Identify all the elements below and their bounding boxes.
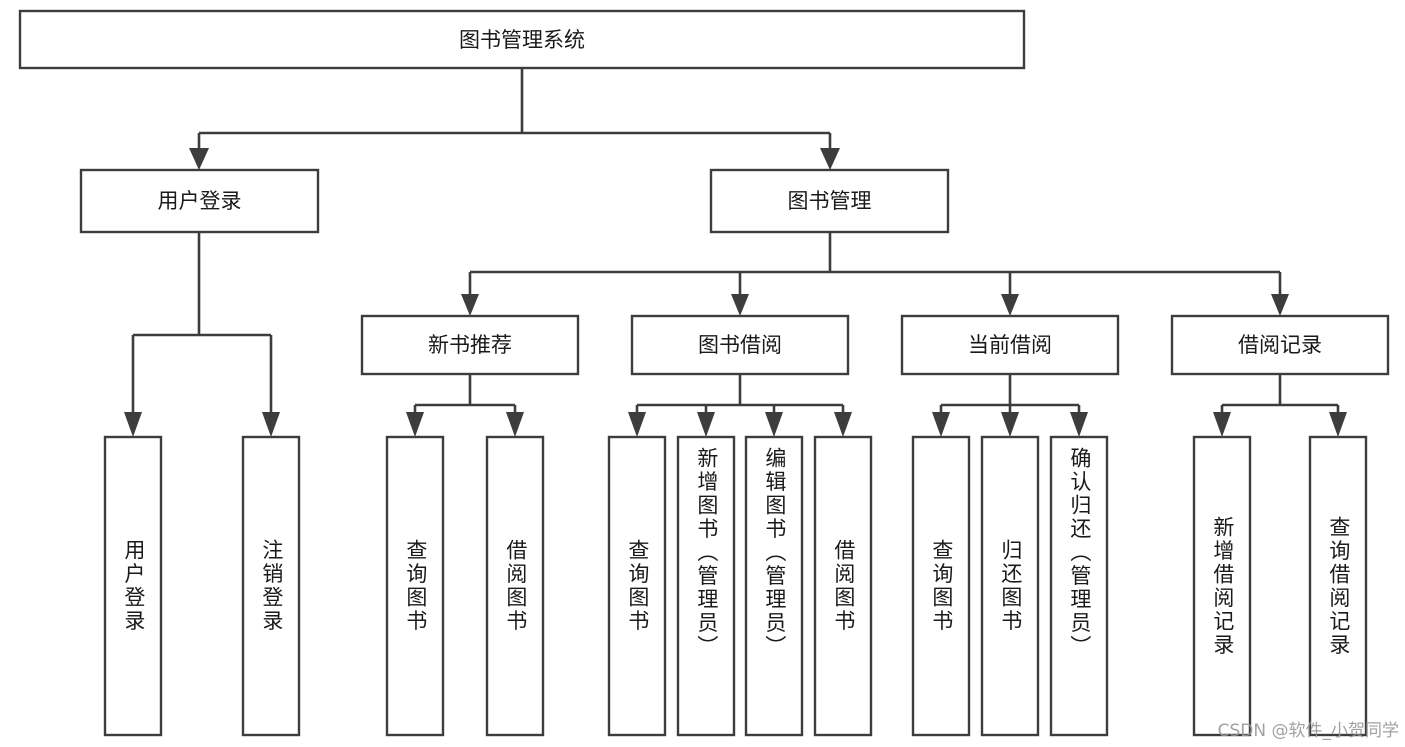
arrow-borrow-leaf-3 <box>765 412 783 437</box>
arrow-current-leaf-2 <box>1001 412 1019 437</box>
arrow-current-leaf-3 <box>1070 412 1088 437</box>
leaf-box-current-3[interactable] <box>1049 435 1109 737</box>
node-user-login-label: 用户登录 <box>158 189 242 213</box>
arrow-to-user-login <box>189 148 209 170</box>
leaf-box-recommend-1[interactable] <box>385 435 445 737</box>
arrow-borrow-leaf-1 <box>628 412 646 437</box>
csdn-watermark: CSDN @软件_小贺同学 <box>1217 721 1399 741</box>
leaf-box-login-2[interactable] <box>241 435 301 737</box>
leaf-box-borrow-3[interactable] <box>744 435 804 737</box>
arrow-login-leaf-2 <box>262 412 280 437</box>
leaf-box-borrow-1[interactable] <box>607 435 667 737</box>
node-borrow-record[interactable] <box>1170 314 1390 376</box>
node-boxes <box>18 9 1390 737</box>
leaf-box-current-1[interactable] <box>911 435 971 737</box>
arrow-record-leaf-2 <box>1329 412 1347 437</box>
node-current-borrow[interactable] <box>900 314 1120 376</box>
arrow-borrow <box>731 294 749 316</box>
arrow-recommend-leaf-2 <box>506 412 524 437</box>
arrow-current <box>1001 294 1019 316</box>
arrow-recommend <box>461 294 479 316</box>
node-book-borrow[interactable] <box>630 314 850 376</box>
node-borrow-record-label: 借阅记录 <box>1238 333 1322 357</box>
node-labels: 图书管理系统 用户登录 图书管理 新书推荐 图书借阅 当前借阅 借阅记录 <box>158 28 1323 357</box>
arrow-borrow-leaf-2 <box>697 412 715 437</box>
node-user-login[interactable] <box>79 168 320 234</box>
leaf-box-record-2[interactable] <box>1308 435 1368 737</box>
arrow-to-book-manage <box>820 148 840 170</box>
node-current-borrow-label: 当前借阅 <box>968 333 1052 357</box>
node-book-manage-label: 图书管理 <box>788 189 872 213</box>
connectors <box>124 68 1347 437</box>
leaf-box-borrow-4[interactable] <box>813 435 873 737</box>
arrow-record <box>1271 294 1289 316</box>
leaf-box-login-1[interactable] <box>103 435 163 737</box>
leaf-box-record-1[interactable] <box>1192 435 1252 737</box>
arrow-login-leaf-1 <box>124 412 142 437</box>
node-new-book-recommend-label: 新书推荐 <box>428 333 512 357</box>
arrow-current-leaf-1 <box>932 412 950 437</box>
arrow-recommend-leaf-1 <box>406 412 424 437</box>
leaf-box-current-2[interactable] <box>980 435 1040 737</box>
leaf-box-recommend-2[interactable] <box>485 435 545 737</box>
node-root[interactable] <box>18 9 1026 70</box>
node-root-label: 图书管理系统 <box>459 28 585 52</box>
node-new-book-recommend[interactable] <box>360 314 580 376</box>
arrow-borrow-leaf-4 <box>834 412 852 437</box>
node-book-borrow-label: 图书借阅 <box>698 333 782 357</box>
arrow-record-leaf-1 <box>1213 412 1231 437</box>
node-book-manage[interactable] <box>709 168 950 234</box>
leaf-box-borrow-2[interactable] <box>676 435 736 737</box>
